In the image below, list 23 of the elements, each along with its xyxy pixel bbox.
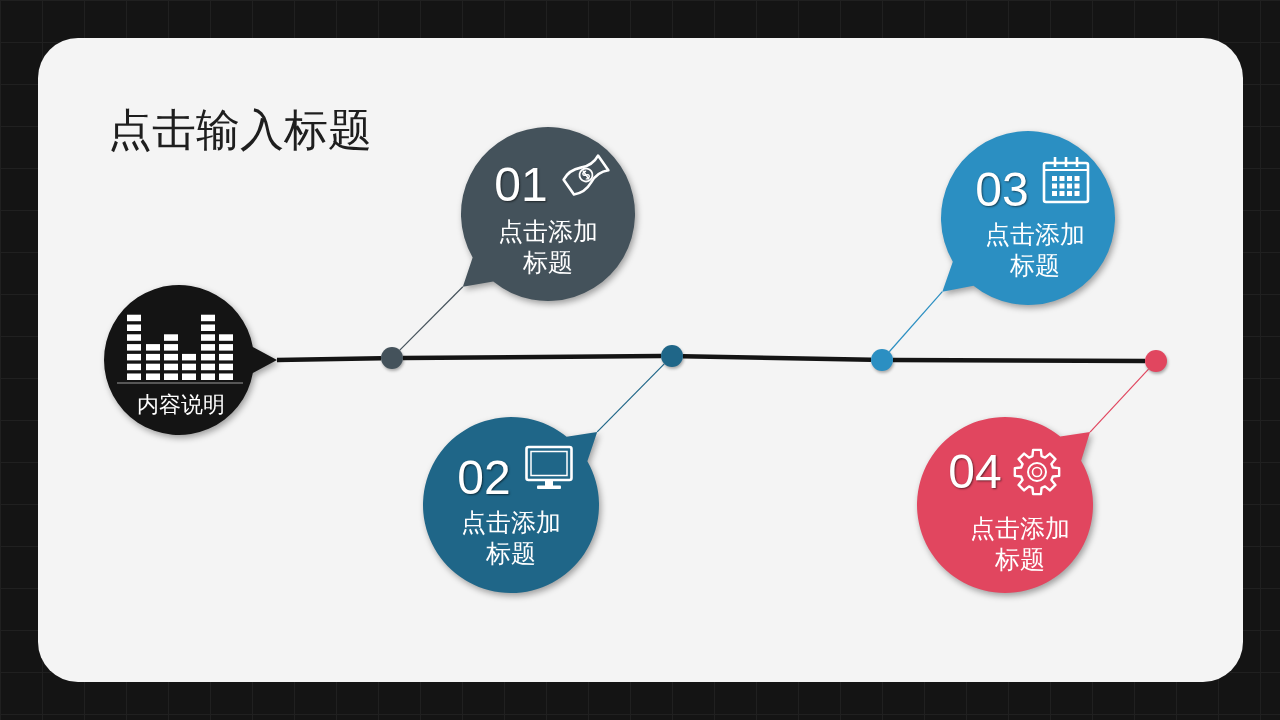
leader-line xyxy=(1089,368,1150,433)
step-number: 01 xyxy=(494,161,548,209)
speech-bubble xyxy=(917,417,1093,593)
speech-bubble xyxy=(104,285,277,435)
step-number: 03 xyxy=(975,166,1029,214)
leader-line xyxy=(596,363,665,433)
step-title: 点击添加标题 xyxy=(497,216,599,278)
timeline-line xyxy=(893,357,1145,364)
timeline-line xyxy=(276,355,382,363)
speech-bubble xyxy=(461,127,635,301)
speech-bubble xyxy=(941,131,1115,305)
leader-line xyxy=(888,291,943,353)
step-title: 点击添加标题 xyxy=(984,219,1086,281)
step-number: 02 xyxy=(457,454,511,502)
step-title: 点击添加标题 xyxy=(460,507,562,569)
slide-title: 点击输入标题 xyxy=(108,104,372,157)
topic-label: 内容说明 xyxy=(137,391,225,419)
timeline-line xyxy=(682,353,872,363)
speech-bubble xyxy=(423,417,599,593)
step-title: 点击添加标题 xyxy=(969,513,1071,575)
step-number: 04 xyxy=(948,448,1002,496)
timeline-line xyxy=(403,353,661,361)
leader-line xyxy=(399,286,464,351)
